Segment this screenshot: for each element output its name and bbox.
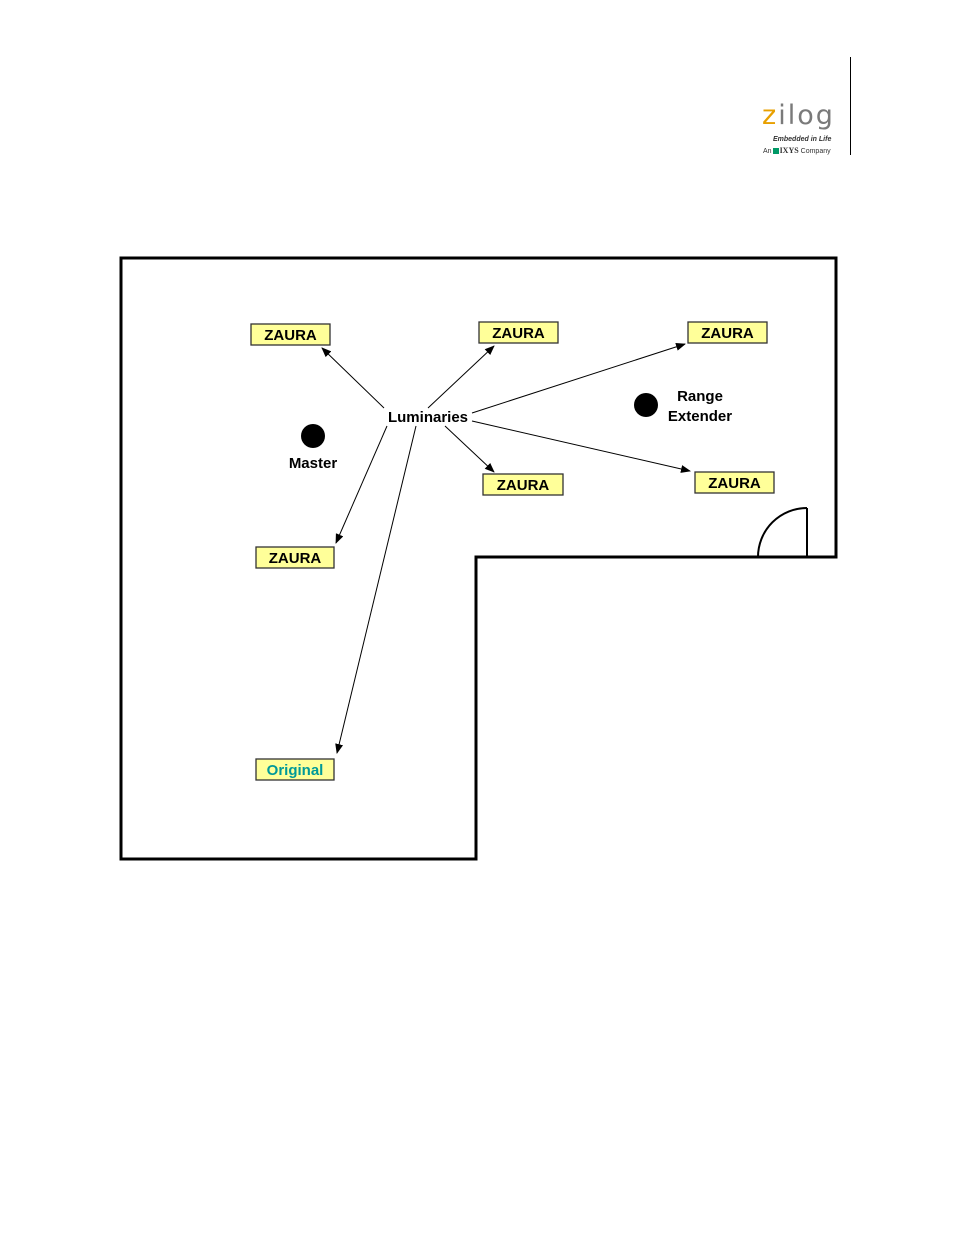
arrow-to-zaura-3 — [471, 342, 686, 414]
arrow-to-zaura-4 — [444, 425, 495, 473]
svg-text:ZAURA: ZAURA — [497, 477, 550, 494]
arrow-to-zaura-5 — [471, 420, 691, 473]
door-icon — [757, 507, 808, 558]
zaura-node-2: ZAURA — [478, 321, 559, 344]
luminaries-label: Luminaries — [388, 409, 468, 426]
arrow-to-zaura-1 — [321, 347, 385, 409]
range-extender-label-line2: Extender — [668, 408, 732, 425]
master-label: Master — [289, 455, 338, 472]
zaura-node-6: ZAURA — [255, 546, 335, 569]
svg-text:ZAURA: ZAURA — [264, 327, 317, 344]
svg-text:ZAURA: ZAURA — [708, 475, 761, 492]
zaura-node-4: ZAURA — [482, 473, 564, 496]
master-dot — [301, 424, 325, 448]
zaura-node-1: ZAURA — [250, 323, 331, 346]
zaura-node-3: ZAURA — [687, 321, 768, 344]
range-extender-dot — [634, 393, 658, 417]
range-extender-label-line1: Range — [677, 388, 723, 405]
header-divider — [850, 57, 851, 155]
svg-text:Original: Original — [267, 762, 324, 779]
arrow-to-zaura-6 — [335, 425, 388, 544]
original-node: Original — [255, 758, 335, 781]
arrow-to-zaura-2 — [427, 345, 495, 409]
svg-text:ZAURA: ZAURA — [701, 325, 754, 342]
ixys-square-icon — [772, 148, 779, 154]
svg-text:ZAURA: ZAURA — [492, 325, 545, 342]
zaura-node-5: ZAURA — [694, 471, 775, 494]
logo-tagline: Embedded in Life — [773, 136, 832, 143]
svg-text:ZAURA: ZAURA — [269, 550, 322, 567]
logo-wordmark: zilog — [762, 100, 835, 131]
arrow-to-original — [335, 425, 417, 754]
room-walls — [119, 256, 838, 861]
